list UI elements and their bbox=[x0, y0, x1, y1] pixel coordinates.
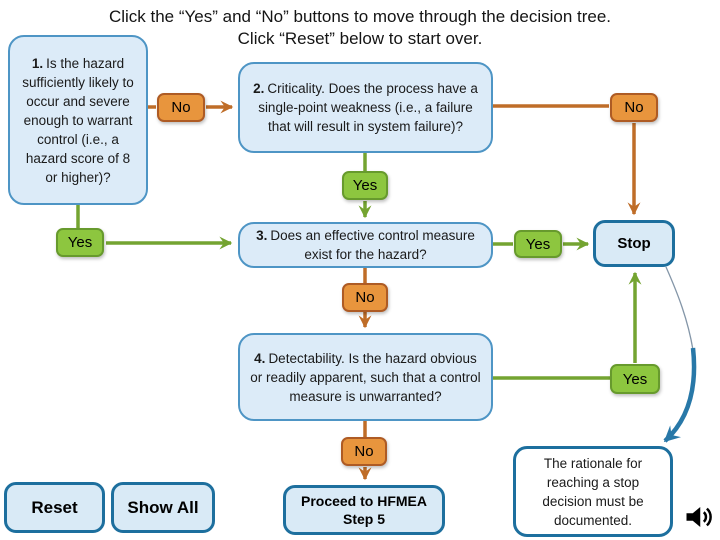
speaker-icon[interactable] bbox=[684, 501, 714, 533]
rationale-note: The rationale for reaching a stop decisi… bbox=[513, 446, 673, 537]
q4-no-button[interactable]: No bbox=[341, 437, 387, 466]
question-2-text: Criticality. Does the process have a sin… bbox=[258, 81, 478, 134]
stop-rationale-arrow-start bbox=[665, 266, 694, 351]
question-4-box: 4.Detectability. Is the hazard obvious o… bbox=[238, 333, 493, 421]
instructions: Click the “Yes” and “No” buttons to move… bbox=[0, 6, 720, 50]
question-3-box: 3.Does an effective control measure exis… bbox=[238, 222, 493, 268]
q4-yes-button[interactable]: Yes bbox=[610, 364, 660, 394]
q3-no-button[interactable]: No bbox=[342, 283, 388, 312]
question-2-box: 2.Criticality. Does the process have a s… bbox=[238, 62, 493, 153]
stop-rationale-arrow bbox=[663, 347, 697, 443]
q2-yes-button[interactable]: Yes bbox=[342, 171, 388, 200]
question-3-number: 3. bbox=[256, 228, 268, 243]
question-1-box: 1.Is the hazard sufficiently likely to o… bbox=[8, 35, 148, 205]
show-all-button[interactable]: Show All bbox=[111, 482, 215, 533]
question-4-number: 4. bbox=[254, 350, 266, 366]
q1-yes-button[interactable]: Yes bbox=[56, 228, 104, 257]
q1-no-button[interactable]: No bbox=[157, 93, 205, 122]
q2-no-button[interactable]: No bbox=[610, 93, 658, 122]
proceed-step5-box: Proceed to HFMEA Step 5 bbox=[283, 485, 445, 535]
reset-button[interactable]: Reset bbox=[4, 482, 105, 533]
question-4-text: Detectability. Is the hazard obvious or … bbox=[250, 350, 481, 404]
instructions-line2: Click “Reset” below to start over. bbox=[237, 29, 483, 48]
question-2-number: 2. bbox=[253, 81, 265, 96]
question-1-text: Is the hazard sufficiently likely to occ… bbox=[22, 55, 134, 185]
question-3-text: Does an effective control measure exist … bbox=[270, 228, 475, 262]
q3-yes-button[interactable]: Yes bbox=[514, 230, 562, 258]
stop-box: Stop bbox=[593, 220, 675, 267]
instructions-line1: Click the “Yes” and “No” buttons to move… bbox=[108, 7, 612, 26]
question-1-number: 1. bbox=[31, 55, 44, 71]
